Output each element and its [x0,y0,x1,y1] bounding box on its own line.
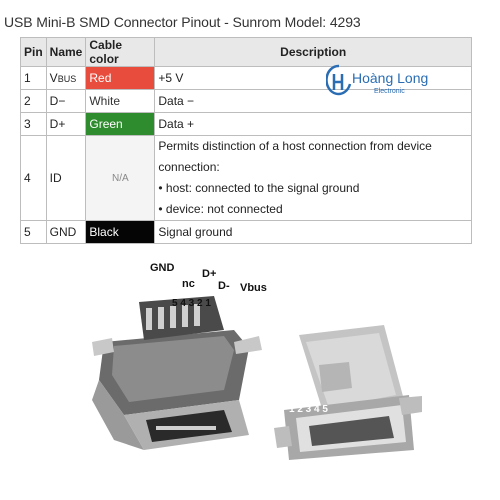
header-name: Name [45,37,87,67]
table-row: 5 GND Black Signal ground [20,220,472,244]
pin-name: GND [45,220,87,244]
cable-color: Red [85,66,156,90]
pin-description: Signal ground [154,220,472,244]
table-row: 3 D+ Green Data + [20,112,472,136]
connector-photo: GND nc D+ D- Vbus 5 4 3 2 1 1 2 3 4 5 [84,250,424,470]
description-line: Permits distinction of a host connection… [158,139,432,174]
pin-description: Permits distinction of a host connection… [154,135,472,221]
logo-emblem-icon [325,64,352,96]
pin-number: 5 [20,220,47,244]
label-pin-numbers-right: 1 2 3 4 5 [289,404,328,415]
pin-number: 3 [20,112,47,136]
pin-name: VBUS [45,66,87,90]
cable-color: N/A [85,135,156,221]
pin-name: D+ [45,112,87,136]
description-line: • host: connected to the signal ground [158,181,360,195]
table-row: 1 VBUS Red +5 V [20,66,472,90]
table-header-row: Pin Name Cable color Description [20,37,472,67]
pin-number: 2 [20,89,47,113]
label-dplus: D+ [202,268,217,280]
logo-subtitle: Electronic [374,88,405,95]
label-pin-numbers-left: 5 4 3 2 1 [172,298,211,309]
table-row: 2 D− White Data − [20,89,472,113]
pin-name-sub: BUS [57,74,77,84]
hoang-long-logo: Hoàng Long Electronic [325,64,436,104]
header-cable-color: Cable color [85,37,156,67]
pin-description: Data − [154,89,472,113]
label-nc: nc [182,278,195,290]
table-row: 4 ID N/A Permits distinction of a host c… [20,135,472,221]
pin-number: 1 [20,66,47,90]
cable-color: Black [85,220,156,244]
cable-color: Green [85,112,156,136]
pin-name-main: V [49,71,58,85]
logo-name: Hoàng Long [352,70,429,86]
label-dminus: D- [218,280,230,292]
cable-color: White [85,89,156,113]
page-title: USB Mini-B SMD Connector Pinout - Sunrom… [4,14,361,30]
header-pin: Pin [20,37,47,67]
pin-number: 4 [20,135,47,221]
pinout-table: Pin Name Cable color Description 1 VBUS … [20,37,472,244]
description-line: • device: not connected [158,202,283,216]
pin-description: Data + [154,112,472,136]
label-gnd: GND [150,262,175,274]
connector-illustration-icon [92,296,422,460]
pin-name: ID [45,135,87,221]
header-description: Description [154,37,472,67]
pin-description: +5 V [154,66,472,90]
label-vbus: Vbus [240,282,267,294]
pin-name: D− [45,89,87,113]
